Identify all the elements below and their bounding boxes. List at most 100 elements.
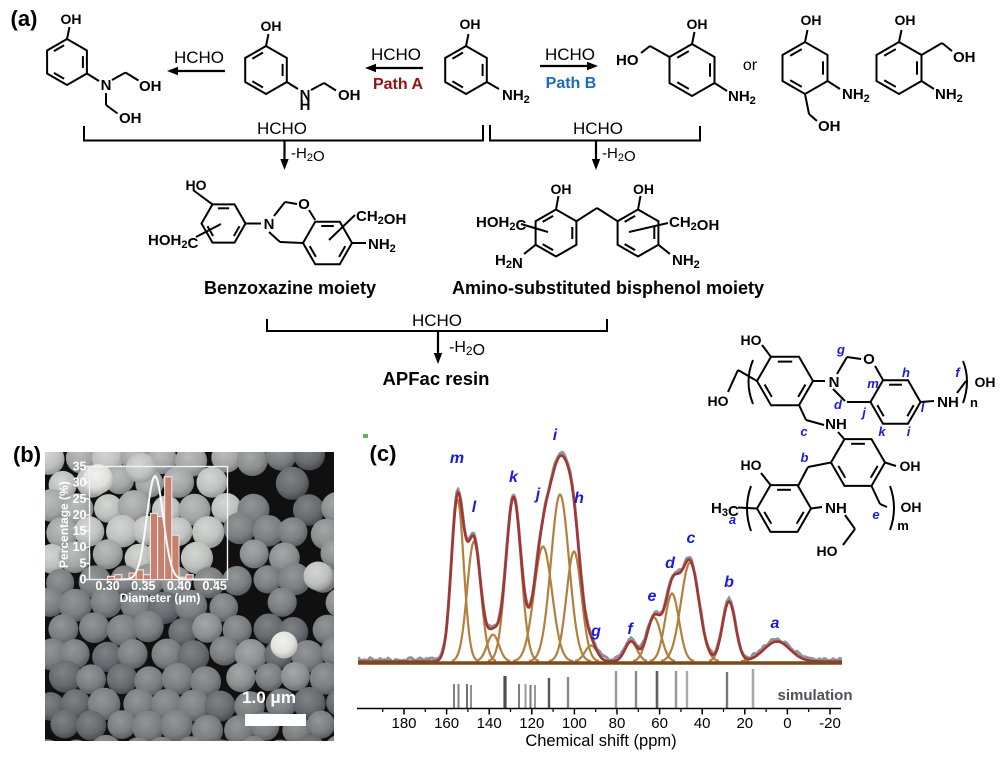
svg-text:HOH2C: HOH2C xyxy=(476,214,526,234)
svg-text:or: or xyxy=(743,57,758,74)
svg-text:HCHO: HCHO xyxy=(371,45,421,64)
svg-text:m: m xyxy=(450,450,464,467)
svg-text:NH2: NH2 xyxy=(842,86,870,105)
svg-text:j: j xyxy=(534,486,541,503)
svg-text:a: a xyxy=(771,615,780,632)
svg-text:NH: NH xyxy=(825,500,847,517)
svg-text:e: e xyxy=(648,588,657,605)
svg-text:180: 180 xyxy=(391,715,416,732)
svg-text:n: n xyxy=(970,395,978,410)
svg-text:-H2O: -H2O xyxy=(602,145,636,165)
svg-text:0.45: 0.45 xyxy=(203,579,227,593)
svg-text:b: b xyxy=(724,574,734,591)
svg-text:HCHO: HCHO xyxy=(174,48,224,67)
svg-text:OH: OH xyxy=(633,181,654,197)
svg-text:HO: HO xyxy=(741,457,762,473)
svg-text:(c): (c) xyxy=(370,441,397,466)
svg-text:c: c xyxy=(687,530,696,547)
svg-text:H3C: H3C xyxy=(711,500,739,520)
svg-text:OH: OH xyxy=(460,16,481,32)
svg-text:O: O xyxy=(298,196,310,213)
svg-text:100: 100 xyxy=(562,715,587,732)
svg-text:g: g xyxy=(590,623,601,640)
svg-text:OH: OH xyxy=(139,78,162,95)
svg-text:30: 30 xyxy=(73,476,87,490)
svg-text:d: d xyxy=(665,555,676,572)
svg-text:N: N xyxy=(101,77,112,94)
svg-text:l: l xyxy=(472,499,477,516)
svg-text:OH: OH xyxy=(900,458,921,474)
svg-text:Chemical shift (ppm): Chemical shift (ppm) xyxy=(525,732,676,750)
svg-text:-H2O: -H2O xyxy=(449,339,485,359)
svg-text:25: 25 xyxy=(73,492,87,506)
svg-text:a: a xyxy=(729,512,736,527)
svg-text:NH2: NH2 xyxy=(368,236,396,255)
svg-text:m: m xyxy=(897,518,909,533)
svg-text:simulation: simulation xyxy=(777,687,852,704)
svg-text:OH: OH xyxy=(119,110,142,127)
svg-text:Path A: Path A xyxy=(373,76,424,93)
svg-text:CH2OH: CH2OH xyxy=(356,208,406,228)
svg-text:OH: OH xyxy=(261,18,282,34)
svg-text:HCHO: HCHO xyxy=(573,119,623,138)
svg-text:35: 35 xyxy=(73,459,87,473)
svg-text:HO: HO xyxy=(817,543,838,559)
svg-text:HCHO: HCHO xyxy=(545,45,595,64)
svg-text:Percentage (%): Percentage (%) xyxy=(57,481,71,568)
svg-text:NH2: NH2 xyxy=(502,87,530,106)
svg-text:e: e xyxy=(872,507,879,522)
svg-text:NH2: NH2 xyxy=(935,86,963,105)
svg-text:NH: NH xyxy=(937,394,959,411)
svg-text:k: k xyxy=(878,424,886,439)
svg-text:O: O xyxy=(863,351,875,368)
svg-text:HCHO: HCHO xyxy=(412,311,462,330)
svg-text:1.0 μm: 1.0 μm xyxy=(242,688,296,707)
svg-text:Diameter (μm): Diameter (μm) xyxy=(120,591,201,605)
svg-text:(b): (b) xyxy=(13,442,41,467)
svg-text:H2N: H2N xyxy=(495,252,523,272)
svg-text:OH: OH xyxy=(901,499,922,515)
svg-text:-H2O: -H2O xyxy=(291,145,325,165)
svg-text:160: 160 xyxy=(434,715,459,732)
svg-text:0: 0 xyxy=(80,573,87,587)
svg-text:Benzoxazine moiety: Benzoxazine moiety xyxy=(204,278,376,298)
svg-text:5: 5 xyxy=(80,556,87,570)
svg-text:OH: OH xyxy=(895,12,916,28)
svg-text:0: 0 xyxy=(783,715,791,732)
svg-text:0.30: 0.30 xyxy=(95,579,119,593)
svg-text:HO: HO xyxy=(708,393,729,409)
svg-text:c: c xyxy=(800,424,808,439)
svg-text:i: i xyxy=(553,427,558,444)
svg-text:OH: OH xyxy=(338,87,361,104)
svg-text:0.35: 0.35 xyxy=(131,579,155,593)
svg-text:OH: OH xyxy=(953,49,976,66)
svg-text:h: h xyxy=(902,365,910,380)
svg-text:40: 40 xyxy=(694,715,711,732)
svg-text:20: 20 xyxy=(73,508,87,522)
svg-text:i: i xyxy=(907,424,911,439)
svg-text:d: d xyxy=(834,397,843,412)
svg-text:HO: HO xyxy=(186,177,207,193)
svg-text:f: f xyxy=(627,621,634,638)
svg-text:j: j xyxy=(860,405,866,420)
svg-text:N: N xyxy=(300,87,311,104)
svg-text:m: m xyxy=(867,376,879,391)
svg-text:OH: OH xyxy=(61,11,82,27)
svg-text:b: b xyxy=(801,450,809,465)
svg-text:f: f xyxy=(955,365,961,380)
svg-text:HCHO: HCHO xyxy=(257,119,307,138)
svg-text:Path B: Path B xyxy=(546,75,597,92)
svg-text:(a): (a) xyxy=(11,6,38,31)
svg-text:Amino-substituted bisphenol mo: Amino-substituted bisphenol moiety xyxy=(452,278,764,298)
svg-text:g: g xyxy=(836,342,845,357)
svg-text:20: 20 xyxy=(736,715,753,732)
svg-text:60: 60 xyxy=(651,715,668,732)
svg-text:k: k xyxy=(509,469,519,486)
svg-text:HO: HO xyxy=(616,52,639,69)
svg-text:N: N xyxy=(829,374,840,391)
svg-text:OH: OH xyxy=(551,181,572,197)
svg-text:CH2OH: CH2OH xyxy=(669,214,719,234)
svg-text:NH: NH xyxy=(825,416,847,433)
svg-text:h: h xyxy=(574,490,584,507)
svg-text:OH: OH xyxy=(975,374,996,390)
